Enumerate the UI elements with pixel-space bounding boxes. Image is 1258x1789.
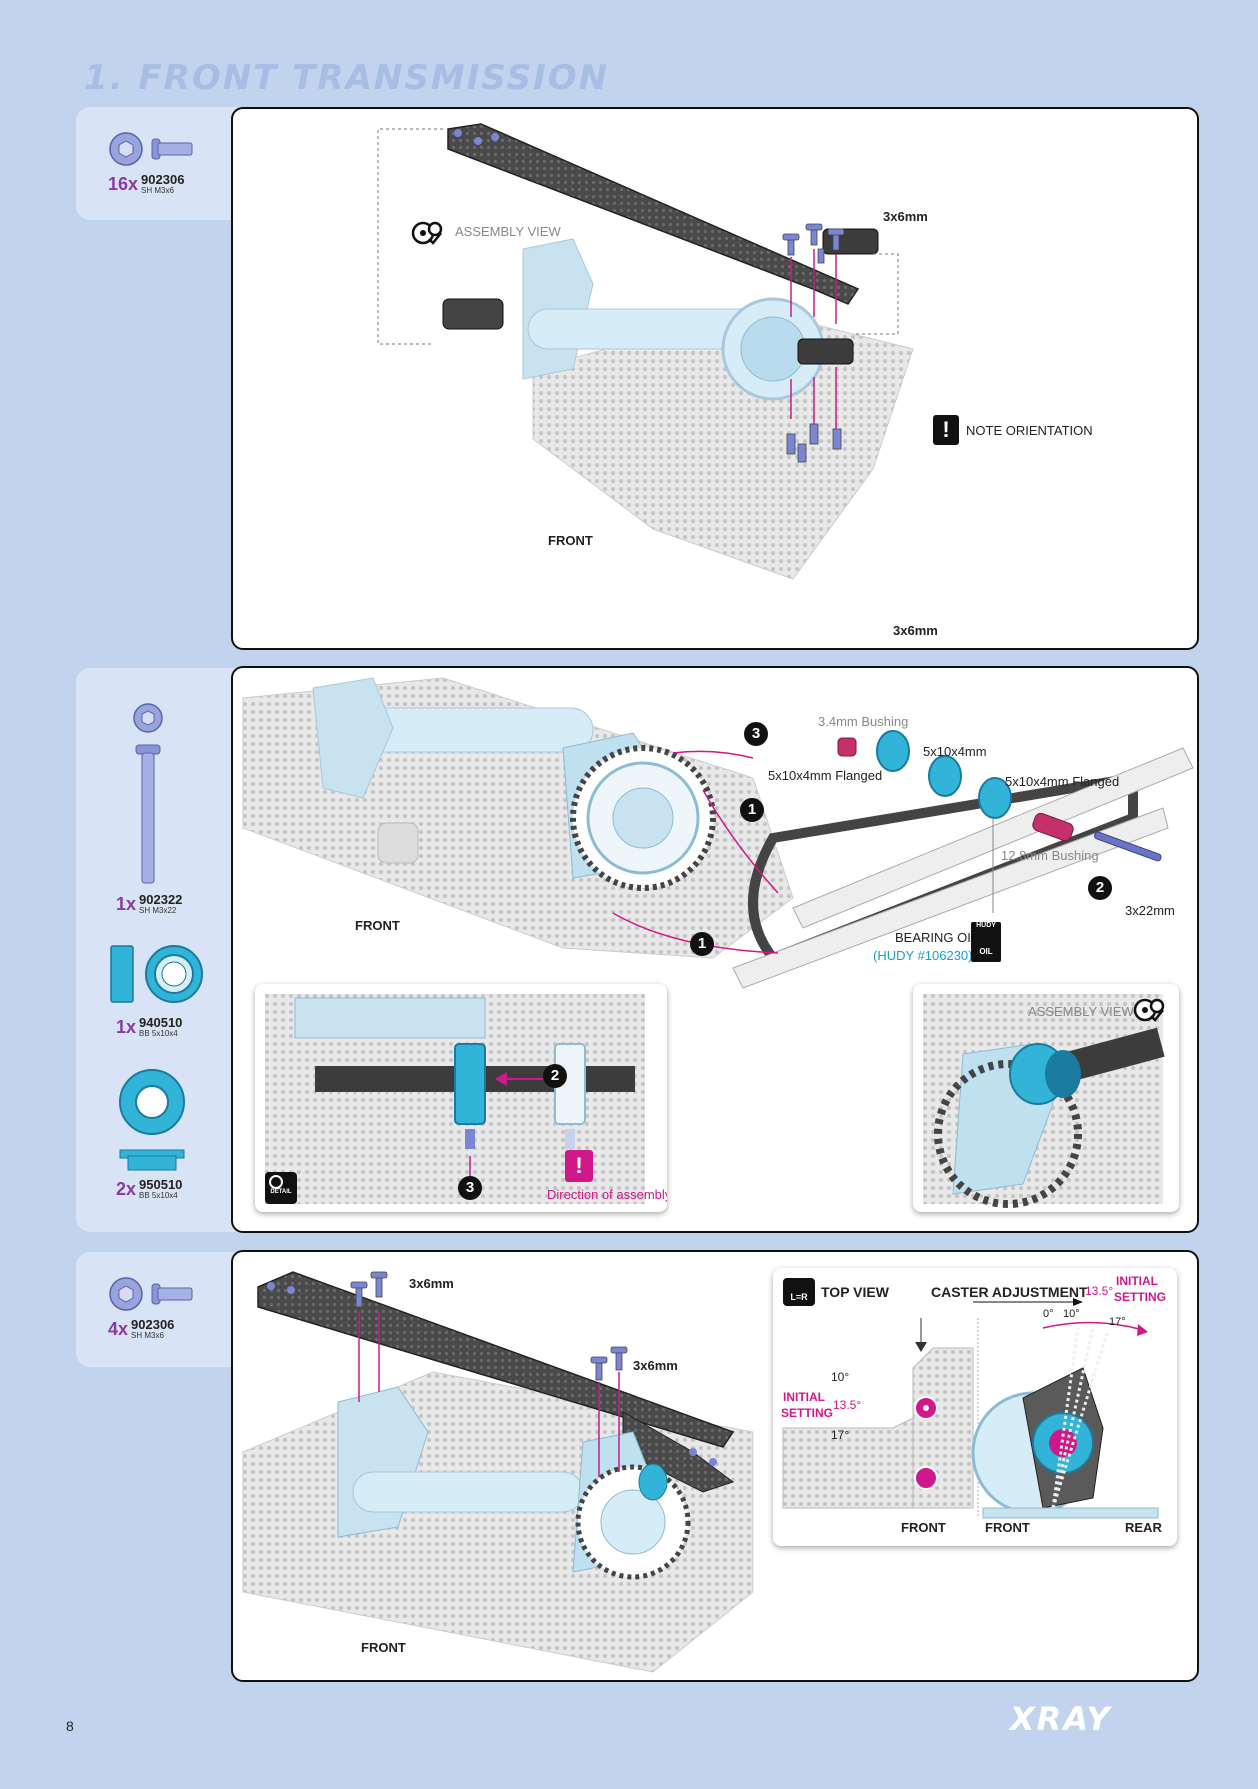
assembly-view-icon — [411, 221, 443, 245]
flanged-bearing-icon — [116, 1068, 188, 1174]
step2-panel: 3.4mm Bushing 5x10x4mm 5x10x4mm Flanged … — [231, 666, 1199, 1233]
caster-adjustment-label: CASTER ADJUSTMENT — [931, 1284, 1088, 1300]
step-badge: 3 — [744, 722, 768, 746]
long-screw-icon — [130, 703, 166, 893]
step-badge: 2 — [543, 1064, 567, 1088]
bom-qty: 1x — [116, 894, 137, 914]
flanged-right-label: 5x10x4mm Flanged — [1005, 774, 1120, 789]
setting-b-label: SETTING — [1114, 1290, 1167, 1304]
step3-panel: 3x6mm 3x6mm FRONT L=R TOP VIEW — [231, 1250, 1199, 1682]
step-badge: 2 — [1088, 876, 1112, 900]
step1-illustration — [377, 123, 914, 580]
deg-17b-label: 17° — [1109, 1316, 1126, 1328]
caster-illustration — [782, 1298, 1159, 1519]
section-title: 1. FRONT TRANSMISSION — [84, 58, 610, 98]
xray-logo: XRAY — [1010, 1700, 1112, 1738]
deg-135b-label: 13.5° — [1085, 1284, 1114, 1298]
bearing-mid-label: 5x10x4mm — [923, 744, 987, 759]
assembly-view-icon — [1133, 998, 1165, 1022]
bom-desc: BB 5x10x4 — [139, 1029, 178, 1038]
bom-qty: 1x — [116, 1017, 137, 1037]
bom-desc: BB 5x10x4 — [139, 1191, 178, 1200]
detail-illustration — [265, 994, 645, 1204]
bom-desc: SH M3x22 — [139, 906, 177, 915]
top-view-label: TOP VIEW — [821, 1284, 889, 1300]
screw-label-bottom: 3x6mm — [893, 623, 938, 638]
bom-part-number: 902306 — [131, 1317, 175, 1332]
bom-part-number: 940510 — [139, 1015, 183, 1030]
page-number: 8 — [66, 1718, 74, 1734]
assembly-view-label: ASSEMBLY VIEW — [1028, 1004, 1134, 1019]
step1-panel: ASSEMBLY VIEW 3x6mm ! NOTE ORIENTATION F… — [231, 107, 1199, 650]
rear-label: REAR — [1125, 1520, 1162, 1535]
bearing-oil-label: BEARING OIL — [895, 930, 979, 945]
front-a-label: FRONT — [901, 1520, 946, 1535]
front-b-label: FRONT — [985, 1520, 1030, 1535]
ball-bearing-icon — [108, 943, 204, 1005]
oil-badge: OIL — [979, 947, 993, 956]
screw-22-label: 3x22mm — [1125, 903, 1175, 918]
deg-10-label: 10° — [831, 1370, 850, 1384]
initial-b-label: INITIAL — [1116, 1274, 1158, 1288]
deg-0-label: 0° — [1043, 1308, 1054, 1320]
bom-part-number: 902322 — [139, 892, 183, 907]
assembly-view-illustration — [923, 994, 1165, 1208]
step2-bom-panel: 1x 902322 SH M3x22 1x 940510 BB 5x10x4 2… — [76, 668, 246, 1232]
deg-10b-label: 10° — [1063, 1308, 1080, 1320]
assembly-view-subpanel: ASSEMBLY VIEW — [913, 984, 1179, 1212]
bushing-128-label: 12.8mm Bushing — [1001, 848, 1099, 863]
bom-qty: 16x — [108, 174, 139, 194]
detail-subpanel: 2 3 ! Direction of assembly. DETAIL — [255, 984, 667, 1212]
step3-bom-panel: 4x 902306 SH M3x6 — [76, 1252, 246, 1367]
bom-qty: 2x — [116, 1179, 137, 1199]
screw-label-b: 3x6mm — [633, 1358, 678, 1373]
step-badge: 3 — [458, 1176, 482, 1200]
bom-part-number: 950510 — [139, 1177, 183, 1192]
oil-bottle-icon: HUDY OIL — [971, 922, 1001, 962]
bom-desc: SH M3x6 — [131, 1331, 164, 1340]
front-label: FRONT — [361, 1640, 406, 1655]
bom-part-number: 902306 — [141, 172, 185, 187]
step-badge: 1 — [740, 798, 764, 822]
warning-icon: ! — [933, 415, 959, 445]
warning-icon: ! — [565, 1150, 593, 1182]
hudy-badge: HUDY — [976, 922, 996, 929]
assembly-view-label: ASSEMBLY VIEW — [455, 224, 561, 239]
direction-label: Direction of assembly. — [547, 1187, 667, 1202]
setting-label: SETTING — [781, 1406, 834, 1420]
flanged-left-label: 5x10x4mm Flanged — [768, 768, 883, 783]
screw-label-a: 3x6mm — [409, 1276, 454, 1291]
step2-illustration — [242, 677, 1194, 989]
step1-bom-panel: 16x 902306 SH M3x6 — [76, 107, 246, 220]
front-label: FRONT — [355, 918, 400, 933]
hudy-label: (HUDY #106230) — [873, 948, 973, 963]
bushing-34-label: 3.4mm Bushing — [818, 714, 909, 729]
flat-head-screw-icon — [108, 131, 198, 167]
step-badge: 1 — [690, 932, 714, 956]
bom-qty: 4x — [108, 1319, 129, 1339]
detail-label: DETAIL — [270, 1189, 292, 1195]
screw-label-top: 3x6mm — [883, 209, 928, 224]
detail-icon: DETAIL — [265, 1172, 297, 1204]
deg-135-label: 13.5° — [833, 1398, 862, 1412]
step3-illustration — [242, 1271, 754, 1673]
deg-17-label: 17° — [831, 1428, 850, 1442]
caster-subpanel: L=R TOP VIEW CASTER ADJUSTMENT 13.5° INI… — [773, 1268, 1177, 1546]
front-label: FRONT — [548, 533, 593, 548]
flat-head-screw-icon — [108, 1276, 198, 1312]
initial-label: INITIAL — [783, 1390, 825, 1404]
bom-desc: SH M3x6 — [141, 186, 174, 195]
note-orientation-label: NOTE ORIENTATION — [966, 423, 1093, 438]
lr-icon: L=R — [783, 1278, 815, 1306]
